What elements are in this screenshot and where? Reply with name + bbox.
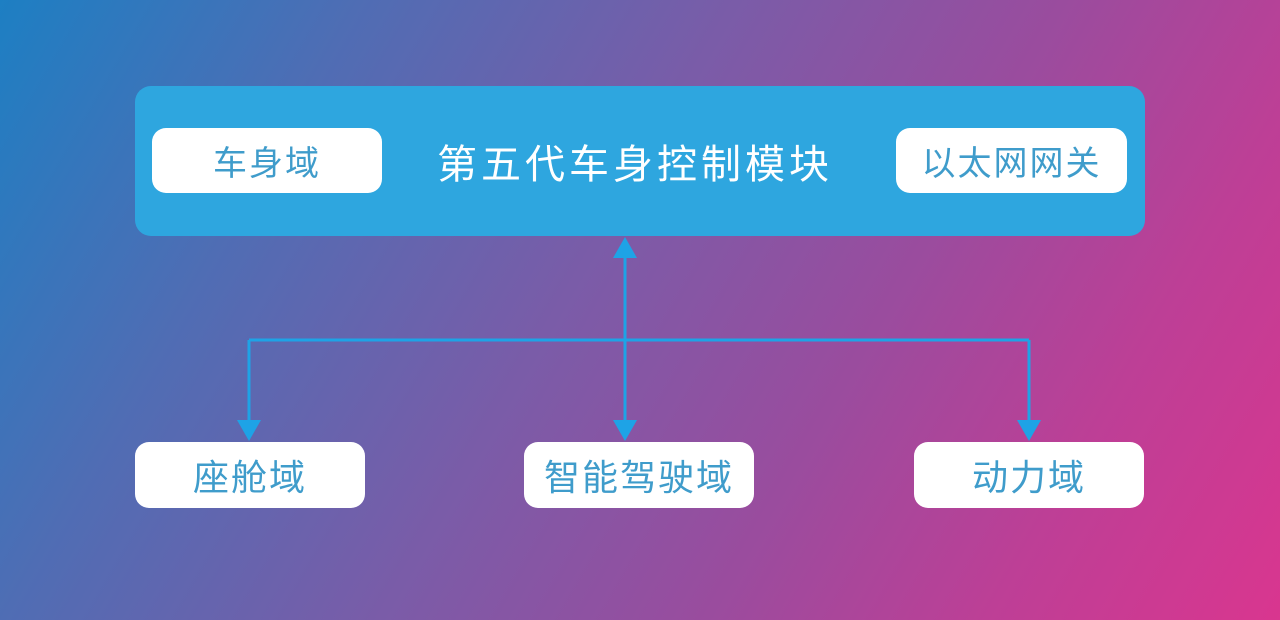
body-control-module-box: 车身域 第五代车身控制模块 以太网网关 xyxy=(135,86,1145,236)
adas-domain-label: 智能驾驶域 xyxy=(543,458,734,499)
body-domain-tag: 车身域 xyxy=(152,128,382,193)
ethernet-gateway-tag: 以太网网关 xyxy=(896,128,1127,193)
adas-domain-box: 智能驾驶域 xyxy=(524,442,754,508)
cockpit-domain-box: 座舱域 xyxy=(135,442,365,508)
powertrain-domain-label: 动力域 xyxy=(971,458,1086,499)
ethernet-gateway-label: 以太网网关 xyxy=(921,144,1102,184)
arrow-down-icon xyxy=(1017,420,1041,441)
arrow-up-icon xyxy=(613,237,637,258)
arrow-down-icon xyxy=(613,420,637,441)
powertrain-domain-box: 动力域 xyxy=(914,442,1144,508)
body-domain-label: 车身域 xyxy=(213,144,321,184)
module-title: 第五代车身控制模块 xyxy=(437,141,833,188)
arrow-down-icon xyxy=(237,420,261,441)
cockpit-domain-label: 座舱域 xyxy=(192,458,307,499)
